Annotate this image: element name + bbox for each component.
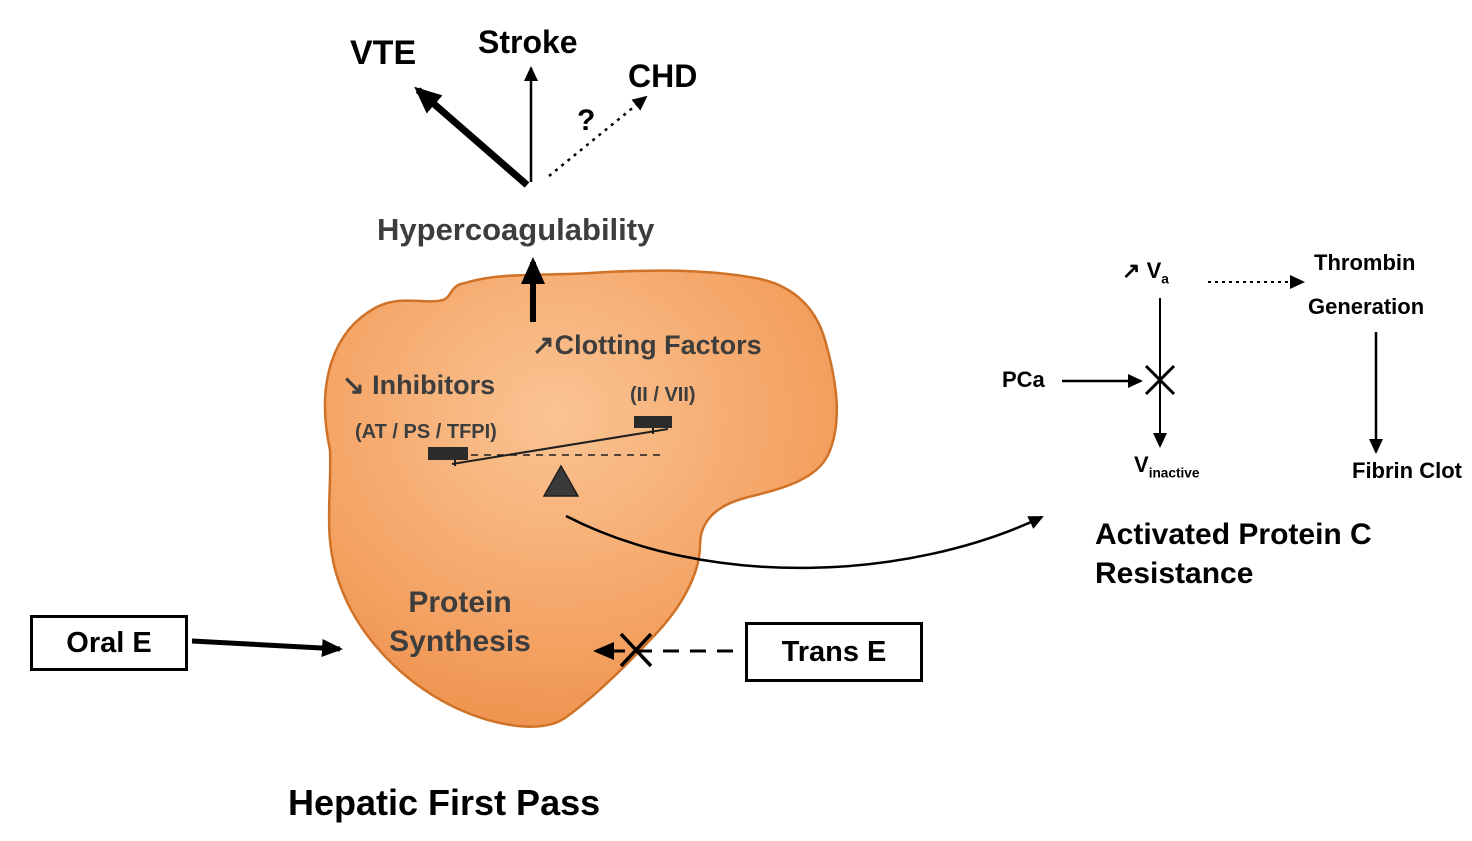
pca-label: PCa: [1002, 367, 1045, 392]
clotting-factors-text: Clotting Factors: [554, 330, 762, 360]
v-inactive-base: V: [1134, 452, 1149, 477]
balance-beam: [451, 428, 669, 465]
increase-arrow-icon: ↗: [532, 330, 555, 360]
decrease-arrow-icon: ↘: [342, 370, 365, 400]
chd-question-mark: ?: [577, 104, 596, 137]
v-inactive-subscript: inactive: [1148, 465, 1200, 481]
pca-block-x-stroke2: [1144, 364, 1176, 396]
va-label: ↗ Va: [1122, 258, 1169, 287]
inhibitors-text: Inhibitors: [372, 370, 496, 400]
balance-fulcrum-triangle: [542, 464, 580, 497]
balance-right-weight: [634, 416, 672, 428]
apc-title-line1: Activated Protein C: [1095, 518, 1372, 551]
apc-title-line2: Resistance: [1095, 557, 1254, 590]
hypercoagulability-to-vte-arrow: [414, 86, 530, 188]
liver-to-apc-curved-arrow: [565, 514, 1044, 570]
trans-e-label: Trans E: [781, 635, 887, 668]
outcome-stroke-label: Stroke: [478, 24, 578, 60]
protein-synthesis-label: Protein Synthesis: [340, 583, 580, 661]
va-increase-arrow-icon: ↗: [1122, 258, 1141, 283]
outcome-vte-label: VTE: [350, 34, 417, 72]
oral-e-to-liver-arrow: [191, 638, 343, 658]
hepatic-first-pass-caption: Hepatic First Pass: [288, 782, 601, 823]
inhibitors-detail-label: (AT / PS / TFPI): [355, 421, 497, 443]
thrombin-line1-label: Thrombin: [1314, 250, 1416, 275]
protein-line1: Protein: [408, 586, 512, 619]
trans-e-box: Trans E: [745, 622, 923, 682]
clotting-detail-label: (II / VII): [630, 384, 696, 406]
va-base: V: [1146, 258, 1162, 283]
protein-line2: Synthesis: [389, 625, 531, 658]
trans-e-block-x-stroke2: [619, 632, 653, 668]
fibrin-clot-label: Fibrin Clot: [1352, 458, 1462, 483]
thrombin-line2-label: Generation: [1308, 294, 1425, 319]
oral-e-box: Oral E: [30, 615, 188, 671]
balance-left-weight: [428, 447, 468, 460]
hypercoagulability-to-chd-dotted-arrow: [548, 95, 648, 177]
va-subscript: a: [1161, 271, 1169, 287]
inhibitors-label: ↘ Inhibitors: [342, 370, 495, 401]
hypercoagulability-label: Hypercoagulability: [377, 212, 655, 247]
v-inactive-label: Vinactive: [1134, 452, 1199, 481]
outcome-chd-label: CHD: [628, 58, 698, 94]
liver-shape: [323, 269, 839, 728]
clotting-factors-label: ↗Clotting Factors: [532, 330, 762, 361]
oral-e-label: Oral E: [66, 626, 152, 659]
